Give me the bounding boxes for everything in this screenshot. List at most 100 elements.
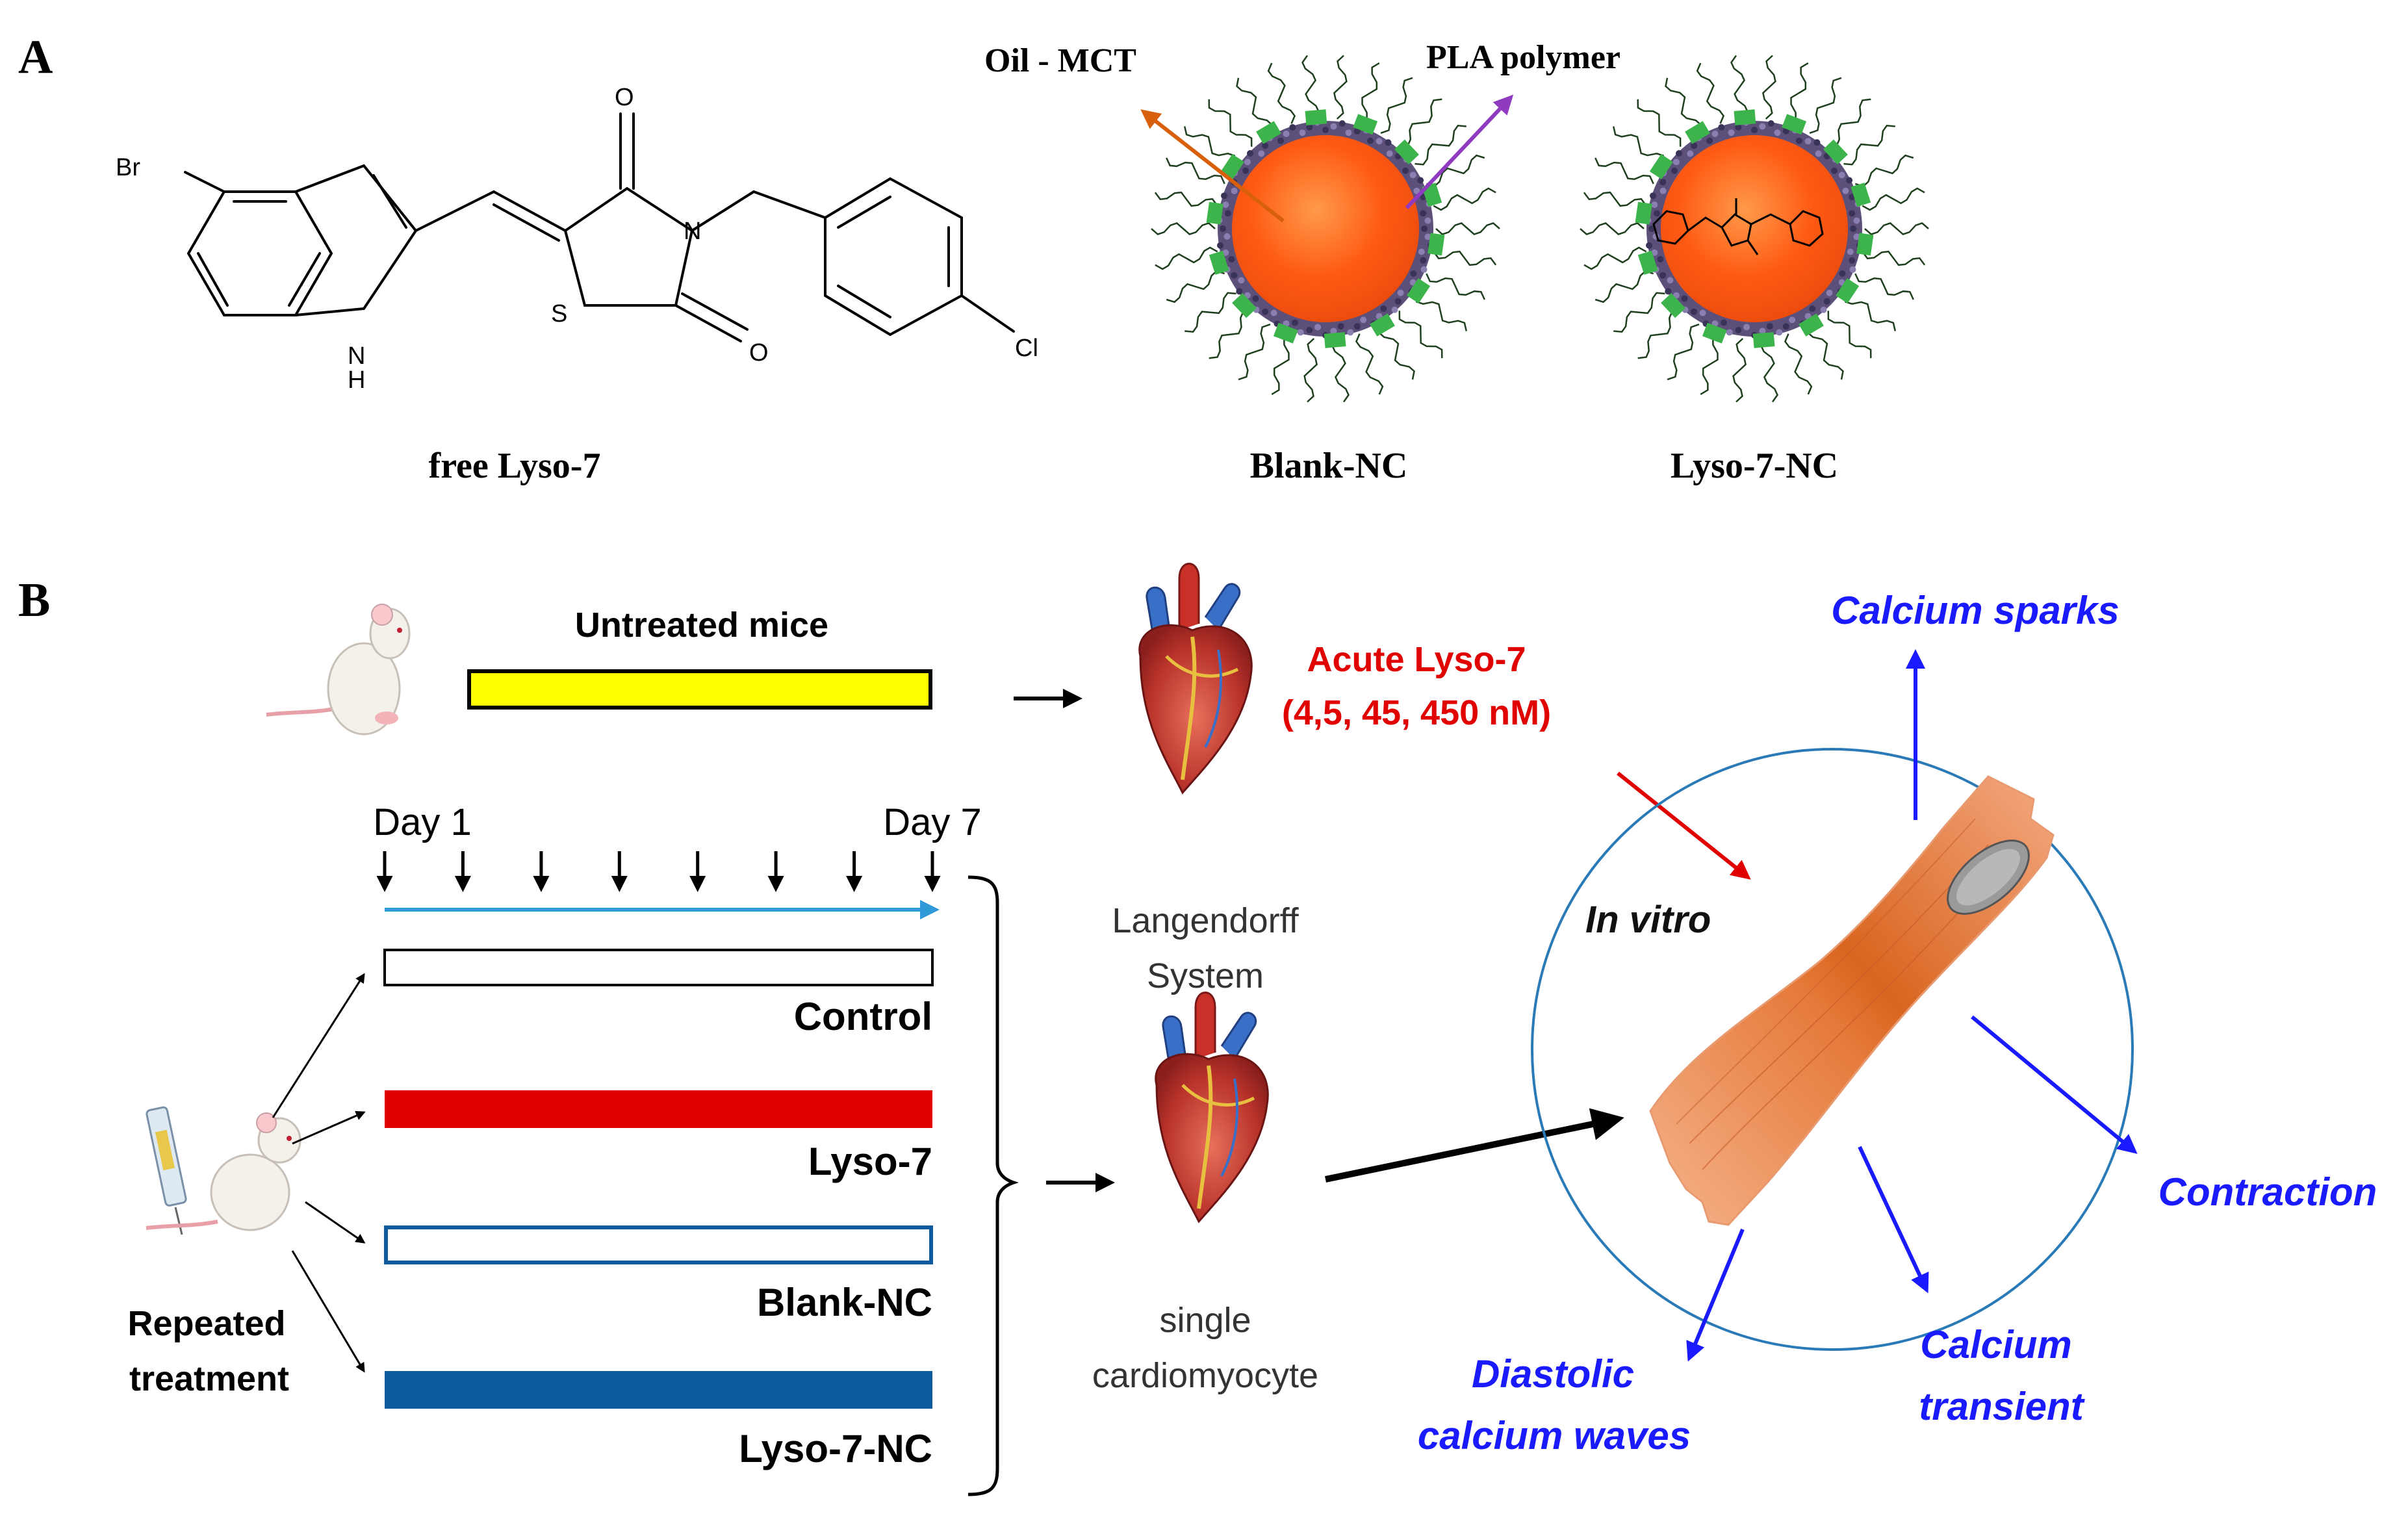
peg-chains xyxy=(1151,55,1500,403)
polymer-bead xyxy=(1306,327,1313,334)
langendorff-label-2: System xyxy=(1147,956,1264,995)
surface-block xyxy=(1324,332,1346,348)
polymer-bead xyxy=(1691,308,1698,315)
polymer-bead xyxy=(1220,225,1226,232)
polymer-bead xyxy=(1759,327,1766,335)
contraction-arrow xyxy=(1971,1015,2138,1154)
polymer-bead xyxy=(1789,316,1796,324)
polymer-bead xyxy=(1849,210,1856,217)
acute-lyso7-label: Acute Lyso-7 xyxy=(1307,640,1526,679)
peg-chain xyxy=(1595,157,1654,185)
peg-chain xyxy=(1828,98,1871,147)
polymer-bead xyxy=(1424,233,1431,240)
polymer-bead xyxy=(1842,187,1849,194)
surface-block xyxy=(1428,233,1445,256)
polymer-bead xyxy=(1353,323,1361,330)
in-vitro-label: In vitro xyxy=(1585,899,1711,941)
polymer-bead xyxy=(1691,142,1698,149)
peg-chain xyxy=(1862,250,1926,266)
surface-block xyxy=(1370,313,1395,337)
surface-block xyxy=(1851,183,1871,207)
encapsulated-lyso7-icon xyxy=(1652,198,1824,255)
acute-doses-label: (4,5, 45, 450 nM) xyxy=(1282,693,1551,732)
polymer-bead xyxy=(1402,167,1409,174)
polymer-bead xyxy=(1277,137,1284,144)
polymer-bead xyxy=(1420,210,1427,217)
surface-block xyxy=(1353,114,1378,135)
calcium-sparks-label: Calcium sparks xyxy=(1831,589,2120,632)
polymer-bead xyxy=(1360,316,1367,324)
peg-chain xyxy=(1380,77,1413,134)
coronary-vessel xyxy=(1181,1084,1255,1107)
calcium-transient-label-1: Calcium xyxy=(1920,1323,2071,1366)
polymer-bead xyxy=(1849,257,1856,264)
coronary-vessel xyxy=(1181,636,1197,780)
aorta xyxy=(1178,563,1200,630)
polymer-bead xyxy=(1665,288,1672,295)
peg-chain xyxy=(1732,338,1747,403)
cardiac-vein xyxy=(1220,1078,1238,1177)
polymer-bead xyxy=(1380,305,1387,312)
peg-chain xyxy=(1166,157,1225,185)
transient-arrow xyxy=(1858,1146,1929,1294)
polymer-bead xyxy=(1681,295,1688,302)
lyso7-structure xyxy=(184,112,1015,342)
peg-chain xyxy=(1854,273,1914,300)
vena-cava xyxy=(1162,1015,1187,1066)
polymer-bead xyxy=(1330,123,1337,130)
polymer-bead xyxy=(1735,123,1742,131)
langendorff-label-1: Langendorff xyxy=(1112,901,1299,940)
coronary-vessel xyxy=(1165,655,1239,678)
peg-chain xyxy=(1433,250,1497,266)
in-vitro-circle xyxy=(1531,748,2134,1351)
polymer-bead xyxy=(1676,150,1682,157)
surface-block xyxy=(1856,233,1874,256)
polymer-bead xyxy=(1330,327,1337,335)
polymer-bead xyxy=(1839,270,1846,277)
polymer-bead xyxy=(1306,123,1313,131)
fan-arrow-blank-nc xyxy=(305,1201,366,1244)
surface-block xyxy=(1685,121,1710,144)
polymer-bead xyxy=(1809,305,1816,312)
blank-nc-label: Blank-NC xyxy=(757,1281,932,1324)
polymer-bead xyxy=(1751,127,1758,133)
waves-arrow xyxy=(1686,1228,1745,1362)
mouse-untreated-icon xyxy=(266,604,411,736)
polymer-bead xyxy=(1297,329,1304,336)
peg-chain xyxy=(1267,62,1296,124)
fan-arrow-control xyxy=(272,973,365,1118)
polymer-bead xyxy=(1386,150,1393,157)
lyso7-atom-labels: Br O N S O N H Cl xyxy=(116,84,1038,394)
surface-block xyxy=(1209,250,1229,275)
polymer-bead xyxy=(1706,137,1713,144)
peg-chain xyxy=(1667,324,1700,381)
polymer-bead xyxy=(1221,192,1227,199)
peg-chain xyxy=(1809,77,1842,134)
polymer-label: PLA polymer xyxy=(1426,39,1620,76)
polymer-bead xyxy=(1687,150,1694,157)
polymer-bead xyxy=(1804,138,1812,145)
lyso7-nanocapsule xyxy=(1580,55,1929,403)
polymer-bead xyxy=(1659,179,1667,186)
blank-nc-bar xyxy=(384,1225,933,1264)
vena-cava xyxy=(1146,586,1171,637)
polymer-bead xyxy=(1417,177,1424,184)
peg-chain xyxy=(1854,154,1914,188)
polymer-bead xyxy=(1252,295,1259,302)
single-label-1: single xyxy=(1159,1301,1251,1340)
cardiomyocyte-illustration xyxy=(1649,775,2055,1226)
diastolic-waves-label-2: calcium waves xyxy=(1418,1414,1691,1457)
polymer-bead xyxy=(1409,172,1416,179)
surface-block xyxy=(1635,201,1652,225)
free-lyso7-caption: free Lyso-7 xyxy=(429,446,601,486)
surface-block xyxy=(1649,154,1673,179)
polymer-bead xyxy=(1418,248,1425,255)
polymer-bead xyxy=(1231,272,1238,279)
peg-chain xyxy=(1637,99,1682,147)
surface-block xyxy=(1232,293,1257,318)
diastolic-waves-label-1: Diastolic xyxy=(1472,1352,1634,1396)
polymer-bead xyxy=(1766,323,1773,330)
groups-bracket xyxy=(967,875,1019,1496)
coronary-vessel xyxy=(1197,1065,1213,1209)
polymer-bead xyxy=(1735,327,1742,334)
